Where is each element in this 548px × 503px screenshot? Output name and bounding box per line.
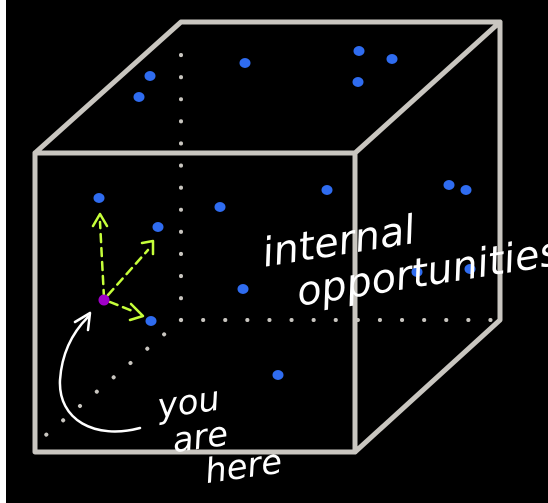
- opportunity-dot: [443, 180, 455, 190]
- hidden-edges: [38, 53, 502, 442]
- opportunity-dot: [352, 77, 364, 87]
- hidden-edge-diagonal: [38, 318, 183, 442]
- opportunity-dot: [133, 92, 145, 102]
- opportunity-dot: [353, 46, 365, 56]
- opportunity-dot: [272, 370, 284, 380]
- cube-right-face: [352, 19, 503, 455]
- opportunity-dot: [144, 71, 156, 81]
- opportunity-dot: [152, 222, 164, 232]
- opportunity-dots: [93, 46, 476, 380]
- opportunity-dot: [145, 316, 157, 326]
- you-pointer-arrow: [58, 311, 142, 433]
- opportunity-dot: [321, 185, 333, 195]
- arrow-right-head: [128, 302, 145, 322]
- arrow-up: [98, 220, 106, 300]
- opportunity-dot: [237, 284, 249, 294]
- opportunity-dot: [386, 54, 398, 64]
- direction-arrows: [91, 212, 155, 322]
- arrow-diagonal: [106, 248, 150, 297]
- opportunity-dot: [239, 58, 251, 68]
- opportunities-label: internal opportunities: [259, 207, 548, 316]
- opportunity-dot: [464, 264, 476, 274]
- cube-edges: [32, 19, 503, 455]
- opportunity-dot: [460, 185, 472, 195]
- arrow-right: [108, 300, 137, 314]
- cube-top-face: [32, 19, 503, 156]
- opportunity-dot: [93, 193, 105, 203]
- are-label: are: [170, 414, 231, 461]
- opportunity-dot: [411, 267, 423, 277]
- background: [6, 0, 548, 503]
- opportunity-dot: [214, 202, 226, 212]
- you-marker: [98, 294, 110, 306]
- arrow-diagonal-head: [140, 239, 155, 256]
- you-are-here-label: you are here: [154, 379, 285, 492]
- arrow-up-head: [91, 212, 109, 228]
- you-label: you: [154, 379, 222, 427]
